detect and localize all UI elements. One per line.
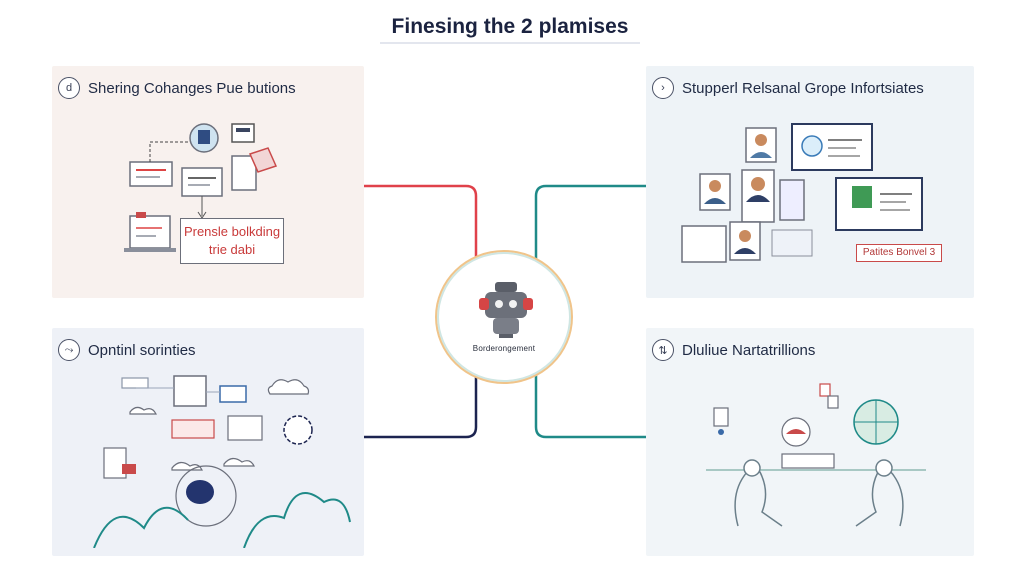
panel-title: ⇅ Dluliue Nartatrillions bbox=[652, 338, 815, 362]
hub-label: Borderongement bbox=[472, 344, 536, 353]
connector-top-left bbox=[364, 184, 478, 262]
panel-title-text: Dluliue Nartatrillions bbox=[682, 341, 816, 359]
central-hub: Borderongement bbox=[435, 250, 573, 384]
cloud-network-illustration bbox=[93, 375, 351, 548]
info-icon: d bbox=[58, 77, 80, 99]
page-title: Finesing the 2 plamises bbox=[380, 12, 640, 44]
connector-top-right bbox=[534, 184, 646, 262]
panel-title: › Stupperl Relsanal Grope Infortsiates bbox=[652, 76, 924, 100]
people-network-illustration bbox=[681, 123, 923, 263]
panel-title-text: Stupperl Relsanal Grope Infortsiates bbox=[682, 79, 924, 97]
status-tag: Patites Bonvel 3 bbox=[856, 244, 942, 262]
sort-icon: ⇅ bbox=[652, 339, 674, 361]
workflow-illustration bbox=[124, 123, 278, 252]
panel-title-text: Opntinl sorinties bbox=[88, 341, 196, 359]
panel-title-text: Shering Cohanges Pue butions bbox=[88, 79, 296, 97]
robot-icon bbox=[479, 282, 533, 338]
panel-optional-sorinties: ⤳ Opntinl sorinties bbox=[52, 328, 364, 556]
panel-dluliue-narratives: ⇅ Dluliue Nartatrillions bbox=[646, 328, 974, 556]
arrow-icon: › bbox=[652, 77, 674, 99]
callout-note: Prensle bolkding trie dabi bbox=[180, 218, 284, 264]
conversation-illustration bbox=[706, 383, 926, 527]
connector-bottom-right bbox=[534, 372, 646, 439]
panel-support-personal: › Stupperl Relsanal Grope Infortsiates P… bbox=[646, 66, 974, 298]
link-icon: ⤳ bbox=[58, 339, 80, 361]
connector-bottom-left bbox=[364, 372, 478, 439]
panel-title: ⤳ Opntinl sorinties bbox=[58, 338, 196, 362]
panel-sharing-changes: d Shering Cohanges Pue butions Prensle b… bbox=[52, 66, 364, 298]
panel-title: d Shering Cohanges Pue butions bbox=[58, 76, 296, 100]
